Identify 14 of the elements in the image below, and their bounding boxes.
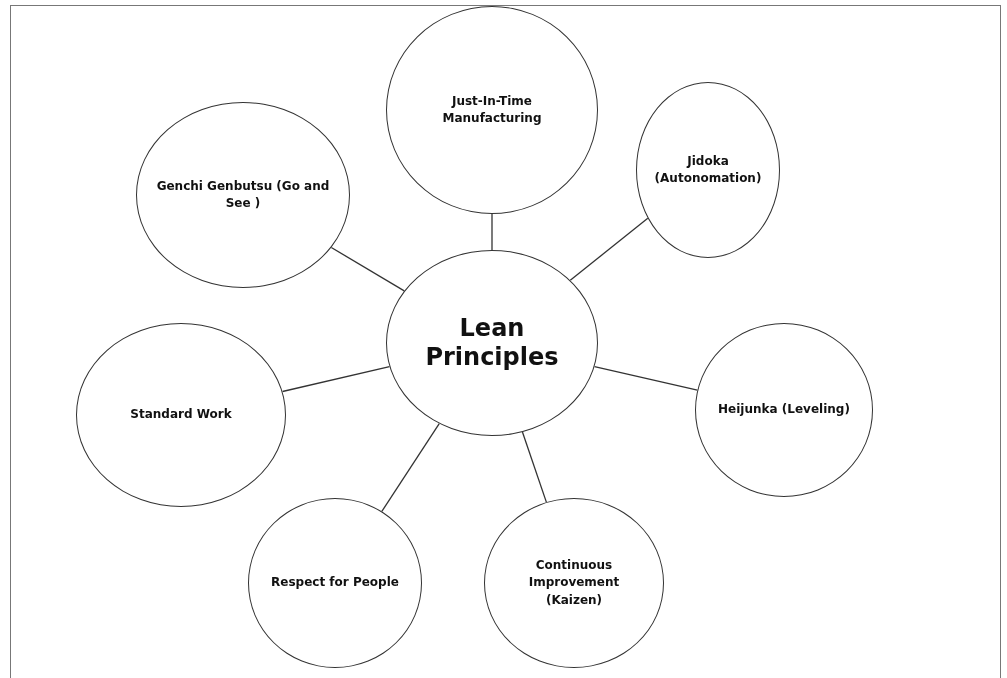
- connector-line: [281, 366, 391, 393]
- principle-label: Heijunka (Leveling): [717, 401, 851, 419]
- connector-line: [521, 431, 547, 503]
- principle-label: Jidoka (Autonomation): [653, 152, 763, 187]
- principle-label: Standard Work: [129, 406, 233, 424]
- principle-label: Genchi Genbutsu (Go and See ): [155, 177, 331, 212]
- connector-line: [381, 423, 440, 513]
- connector-line: [593, 365, 698, 391]
- principle-label: Continuous Improvement (Kaizen): [527, 556, 621, 609]
- connector-line: [491, 213, 493, 251]
- principle-label: Just-In-Time Manufacturing: [441, 92, 543, 127]
- principle-label: Respect for People: [270, 574, 400, 592]
- central-label: Lean Principles: [424, 314, 560, 372]
- connector-line: [569, 217, 649, 281]
